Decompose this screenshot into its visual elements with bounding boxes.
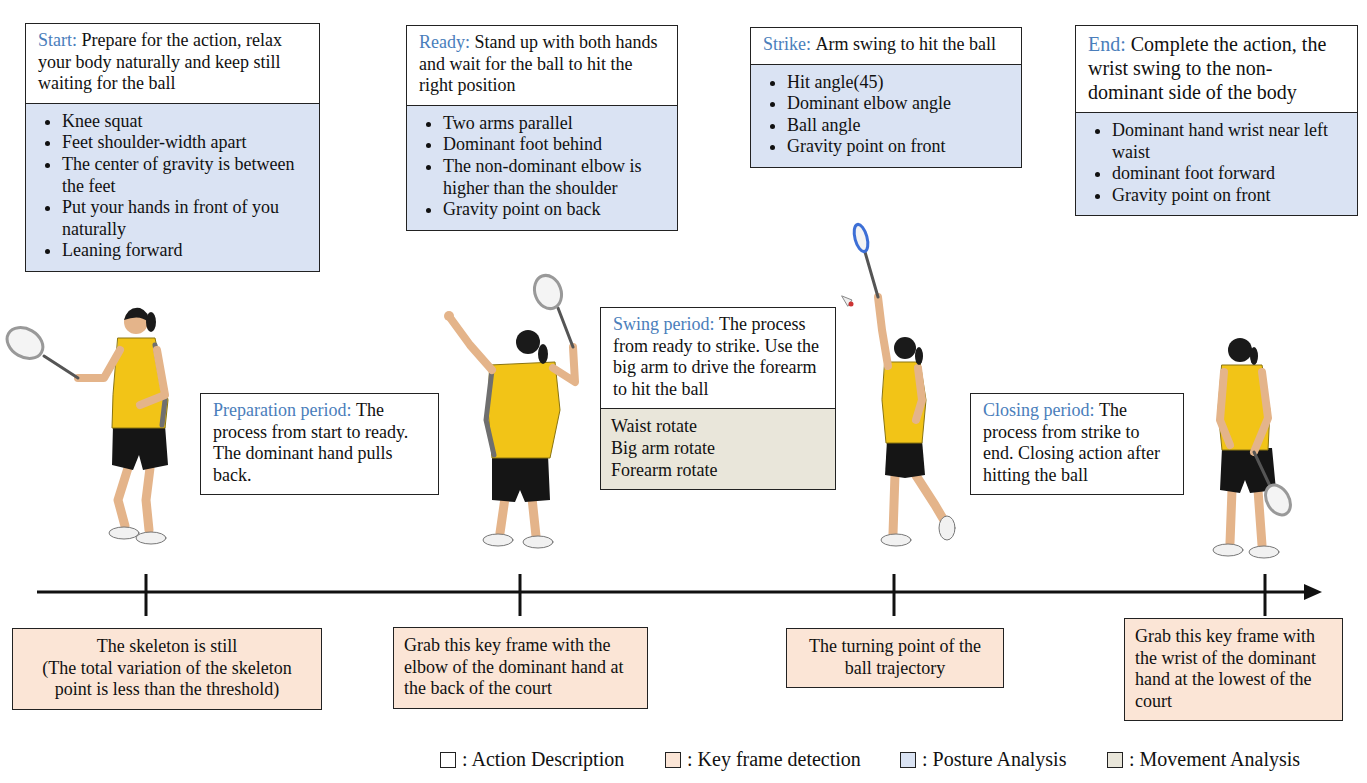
bullet-item: Feet shoulder-width apart [62,132,309,154]
phase-heading: Ready: [419,32,470,52]
period-box: Closing period:The process from strike t… [970,393,1184,495]
phase-heading: Closing period: [983,400,1095,420]
keyframe-box: The turning point of the ball trajectory [786,628,1004,688]
timeline-tick [519,574,522,616]
legend-swatch [900,752,916,768]
bullet-list: Dominant hand wrist near left waistdomin… [1086,120,1347,206]
phase-heading: Start: [38,30,77,50]
bullet-item: Dominant foot behind [443,134,667,156]
legend-item: : Action Description [440,748,624,771]
player-figure [2,308,168,544]
bullet-item: Knee squat [62,111,309,133]
posture-list-box: Knee squatFeet shoulder-width apartThe c… [25,103,320,272]
phase-heading-box: Strike:Arm swing to hit the ball [750,27,1022,65]
body-text: Arm swing to hit the ball [816,34,996,54]
phase-heading-box: Ready:Stand up with both hands and wait … [406,25,678,106]
legend-text: : Action Description [462,748,624,771]
bullet-item: Dominant hand wrist near left waist [1112,120,1347,163]
movement-item: Big arm rotate [611,438,825,460]
phase-heading-box: Start:Prepare for the action, relax your… [25,23,320,104]
legend-item: : Key frame detection [665,748,861,771]
bullet-list: Two arms parallelDominant foot behindThe… [417,113,667,221]
legend-item: : Posture Analysis [900,748,1066,771]
movement-item: Waist rotate [611,416,825,438]
legend-text: : Posture Analysis [922,748,1066,771]
player-figure [842,223,955,546]
timeline [37,574,1322,616]
keyframe-box: Grab this key frame with the wrist of th… [1124,618,1343,721]
timeline-tick [893,574,896,616]
posture-list-box: Hit angle(45)Dominant elbow angleBall an… [750,64,1022,168]
bullet-item: Gravity point on front [787,136,1011,158]
bullet-list: Knee squatFeet shoulder-width apartThe c… [36,111,309,262]
player-figure [444,272,575,548]
posture-list-box: Two arms parallelDominant foot behindThe… [406,105,678,231]
bullet-item: The center of gravity is between the fee… [62,154,309,197]
legend-text: : Key frame detection [687,748,861,771]
phase-heading: Strike: [763,34,811,54]
legend-swatch [1107,752,1123,768]
player-figure [1213,338,1296,558]
legend-swatch [440,752,456,768]
keyframe-text: Grab this key frame with the elbow of th… [404,635,637,700]
phase-heading: Preparation period: [213,400,351,420]
bullet-list: Hit angle(45)Dominant elbow angleBall an… [761,72,1011,158]
timeline-arrowhead [1304,584,1322,600]
period-box: Swing period:The process from ready to s… [600,307,836,409]
keyframe-text: (The total variation of the skeleton poi… [23,658,311,701]
keyframe-box: Grab this key frame with the elbow of th… [393,627,648,709]
keyframe-text: The skeleton is still [23,636,311,658]
bullet-item: dominant foot forward [1112,163,1347,185]
keyframe-box: The skeleton is still(The total variatio… [12,628,322,710]
bullet-item: Gravity point on front [1112,185,1347,207]
bullet-item: Put your hands in front of you naturally [62,197,309,240]
phase-heading-box: End:Complete the action, the wrist swing… [1075,25,1358,113]
movement-list-box: Waist rotateBig arm rotateForearm rotate [600,408,836,490]
legend-text: : Movement Analysis [1129,748,1300,771]
timeline-tick [1264,574,1267,616]
period-box: Preparation period:The process from star… [200,393,439,495]
posture-list-box: Dominant hand wrist near left waistdomin… [1075,112,1358,216]
phase-heading: Swing period: [613,314,715,334]
legend-swatch [665,752,681,768]
bullet-item: Gravity point on back [443,199,667,221]
keyframe-text: Grab this key frame with the wrist of th… [1135,626,1332,712]
bullet-item: The non-dominant elbow is higher than th… [443,156,667,199]
bullet-item: Leaning forward [62,240,309,262]
keyframe-text: The turning point of the ball trajectory [797,636,993,679]
timeline-tick [145,574,148,616]
movement-item: Forearm rotate [611,460,825,482]
bullet-item: Dominant elbow angle [787,93,1011,115]
timeline-axis [37,591,1308,594]
bullet-item: Two arms parallel [443,113,667,135]
legend-item: : Movement Analysis [1107,748,1300,771]
bullet-item: Ball angle [787,115,1011,137]
bullet-item: Hit angle(45) [787,72,1011,94]
phase-heading: End: [1088,33,1126,55]
